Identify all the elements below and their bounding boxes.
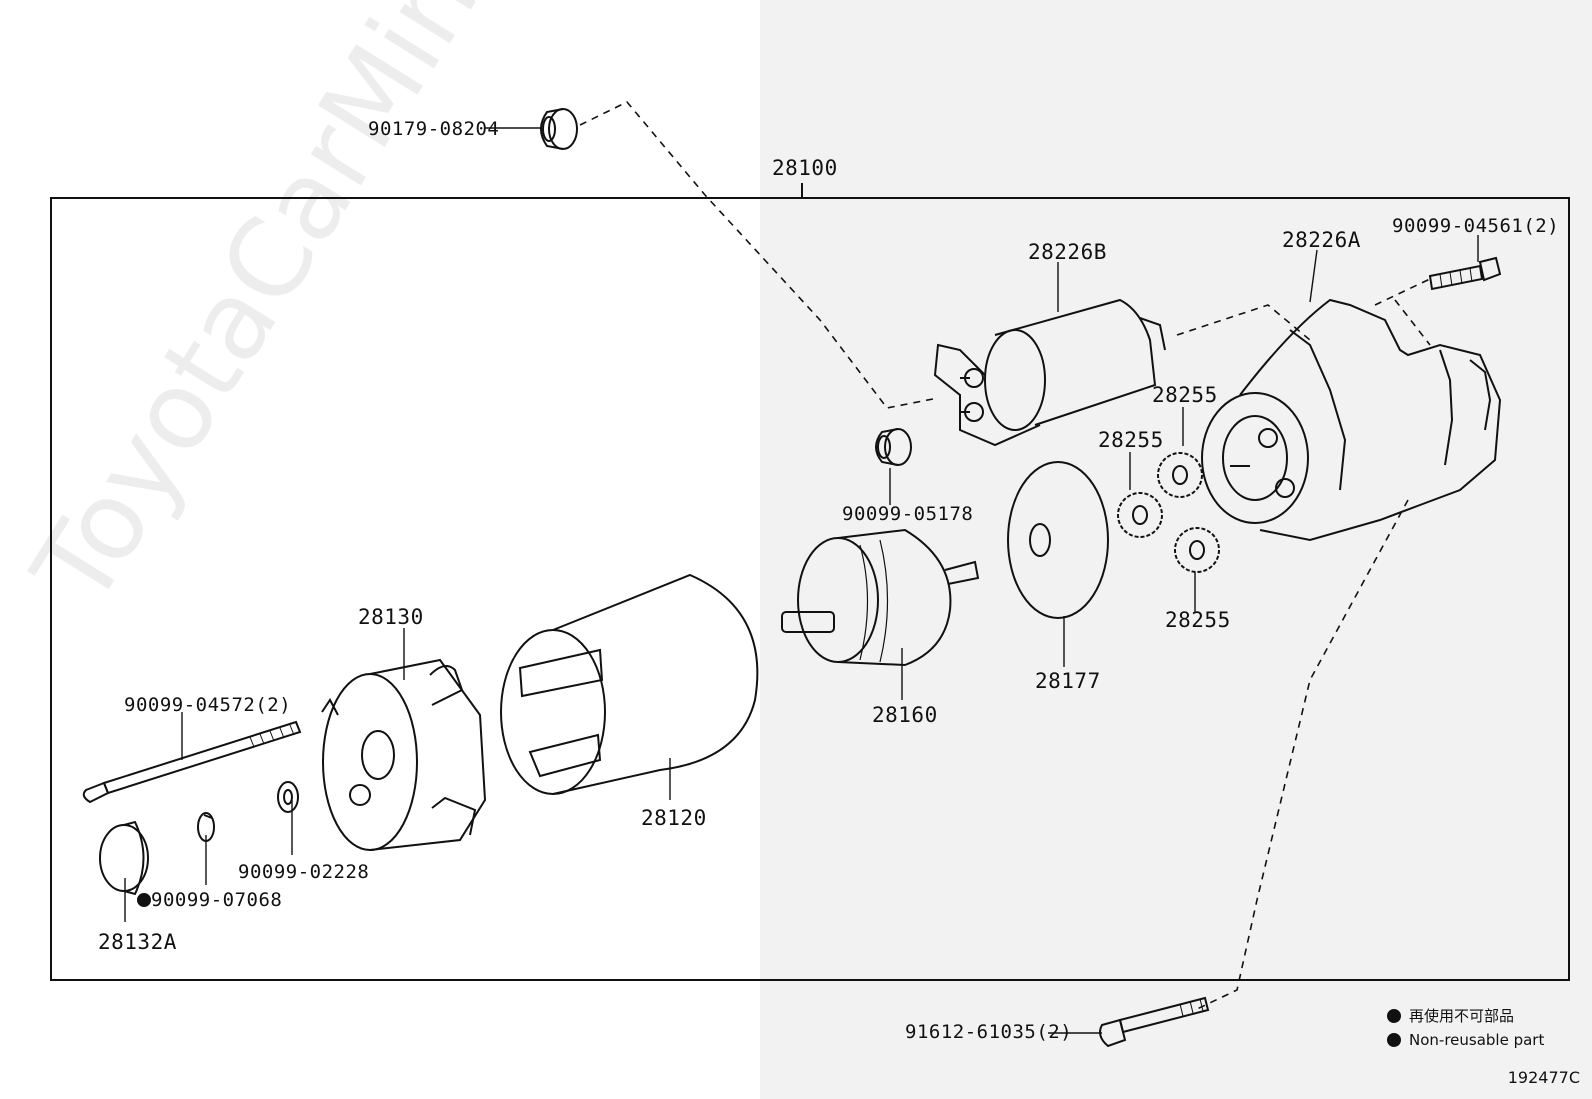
label-28255-lower[interactable]: 28255	[1165, 608, 1231, 632]
label-28130[interactable]: 28130	[358, 605, 424, 629]
through-bolt-90099-04572	[82, 720, 302, 804]
solenoid-28226B	[933, 298, 1166, 447]
planetary-gear-upper	[1157, 452, 1203, 498]
label-90099-04561[interactable]: 90099-04561(2)	[1392, 215, 1560, 237]
cap-28132A	[99, 820, 149, 896]
legend-jp: 再使用不可部品	[1387, 1005, 1514, 1026]
housing-28226A	[1201, 298, 1502, 542]
bolt-91612-61035	[1099, 996, 1210, 1048]
bushing-90179-08204	[540, 108, 578, 150]
clip-90099-07068	[197, 812, 215, 842]
label-28226B[interactable]: 28226B	[1028, 240, 1107, 264]
leader-lines	[124, 127, 1479, 1034]
label-28100[interactable]: 28100	[772, 156, 838, 180]
assembly-frame	[50, 197, 1570, 981]
label-28160[interactable]: 28160	[872, 703, 938, 727]
legend-en: Non-reusable part	[1387, 1031, 1544, 1049]
label-90099-02228[interactable]: 90099-02228	[238, 861, 370, 883]
label-28255-upper[interactable]: 28255	[1152, 383, 1218, 407]
label-90179-08204[interactable]: 90179-08204	[368, 118, 500, 140]
planetary-gear-lower	[1174, 527, 1220, 573]
label-90099-07068[interactable]: 90099-07068	[137, 889, 282, 911]
label-28255-middle[interactable]: 28255	[1098, 428, 1164, 452]
non-reusable-dot-icon	[1387, 1009, 1401, 1023]
legend-en-text: Non-reusable part	[1409, 1031, 1545, 1049]
label-28120[interactable]: 28120	[641, 806, 707, 830]
label-90099-04572[interactable]: 90099-04572(2)	[124, 694, 292, 716]
label-90099-07068-text: 90099-07068	[151, 889, 283, 911]
yoke-28120	[500, 573, 759, 795]
install-dashed-lines	[579, 101, 1433, 1011]
diagram-code: 192477C	[1507, 1068, 1580, 1087]
label-90099-05178[interactable]: 90099-05178	[842, 503, 974, 525]
non-reusable-dot-icon	[137, 893, 151, 907]
non-reusable-dot-icon	[1387, 1033, 1401, 1047]
end-frame-28130	[321, 658, 487, 851]
label-28177[interactable]: 28177	[1035, 669, 1101, 693]
bushing-90099-05178	[875, 428, 912, 466]
legend-jp-text: 再使用不可部品	[1409, 1007, 1515, 1025]
label-28132A[interactable]: 28132A	[98, 930, 177, 954]
label-28226A[interactable]: 28226A	[1282, 228, 1361, 252]
bolt-90099-04561	[1428, 256, 1502, 291]
label-91612-61035[interactable]: 91612-61035(2)	[905, 1021, 1073, 1043]
washer-90099-02228	[277, 781, 299, 813]
plate-28177	[1007, 461, 1109, 619]
armature-28160	[781, 528, 980, 667]
planetary-gear-middle	[1117, 492, 1163, 538]
